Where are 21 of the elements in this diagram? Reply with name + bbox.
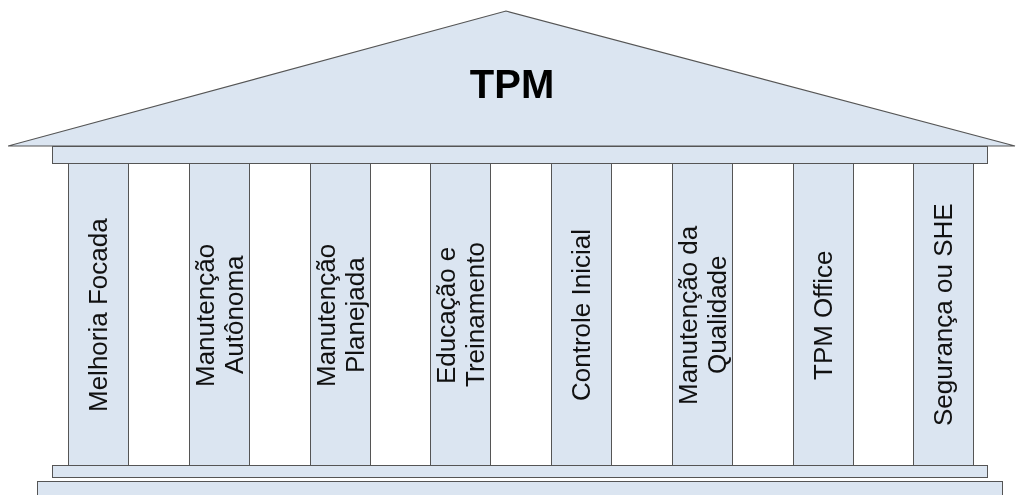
roof-shape — [8, 10, 1016, 147]
pillar — [793, 163, 854, 466]
beam-bar — [52, 146, 988, 164]
pillar-label: Manutenção Autônoma — [190, 241, 249, 389]
pillar-label: TPM Office — [809, 248, 838, 382]
pillar — [430, 163, 491, 466]
pillar — [551, 163, 612, 466]
pillar-label: Educação e Treinamento — [431, 241, 490, 389]
pillar — [189, 163, 250, 466]
pillar-label: Manutenção Planejada — [311, 241, 370, 389]
pillar — [913, 163, 974, 466]
pillar — [672, 163, 733, 466]
pillar-label: Controle Inicial — [567, 227, 596, 403]
pillar-label: Segurança ou SHE — [929, 202, 958, 428]
pillar-label: Manutenção da Qualidade — [673, 223, 732, 407]
base-bar — [52, 465, 988, 478]
roof-title: TPM — [469, 62, 555, 107]
pillar — [310, 163, 371, 466]
pillar-label: Melhoria Focada — [84, 216, 113, 414]
pillar — [68, 163, 129, 466]
floor-bar — [37, 481, 1003, 495]
